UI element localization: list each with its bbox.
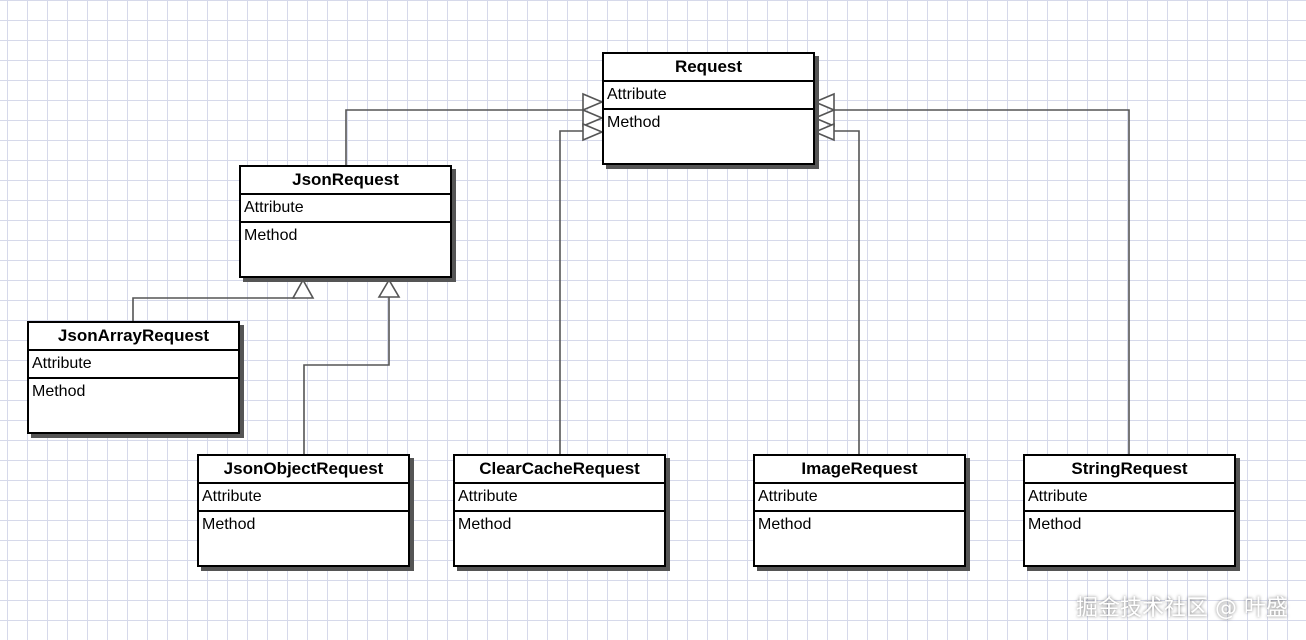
edge-clearcacherequest-to-request <box>559 130 583 455</box>
watermark: 掘金技术社区 @ 叶盛 <box>1076 596 1288 621</box>
class-method: Method <box>1028 516 1082 533</box>
edge-jsonrequest-to-request <box>345 109 583 166</box>
class-imagerequest[interactable]: ImageRequest Attribute Method <box>753 454 966 567</box>
class-clearcacherequest[interactable]: ClearCacheRequest Attribute Method <box>453 454 666 567</box>
edge-jsonobjectrequest-to-jsonrequest <box>303 297 390 455</box>
class-method: Method <box>32 383 86 400</box>
class-method: Method <box>758 516 812 533</box>
arrowhead-right-icon <box>582 92 605 112</box>
arrowhead-right-icon <box>582 108 605 128</box>
class-jsonobjectrequest[interactable]: JsonObjectRequest Attribute Method <box>197 454 410 567</box>
arrowhead-right-icon <box>582 122 605 142</box>
class-name: Request <box>604 54 813 82</box>
class-method: Method <box>458 516 512 533</box>
edge-imagerequest-to-request <box>834 130 860 455</box>
class-attribute: Attribute <box>604 82 813 110</box>
arrowhead-left-icon <box>812 108 835 128</box>
class-method: Method <box>607 114 661 131</box>
class-jsonrequest[interactable]: JsonRequest Attribute Method <box>239 165 452 278</box>
edge-stringrequest-to-request <box>834 109 1130 455</box>
arrowhead-up-icon <box>377 278 401 298</box>
class-attribute: Attribute <box>1025 484 1234 512</box>
class-method: Method <box>202 516 256 533</box>
class-name: ImageRequest <box>755 456 964 484</box>
class-name: JsonObjectRequest <box>199 456 408 484</box>
arrowhead-left-icon <box>812 92 835 112</box>
arrowhead-left-icon <box>812 122 835 142</box>
arrowhead-up-icon <box>291 278 315 299</box>
class-attribute: Attribute <box>755 484 964 512</box>
class-attribute: Attribute <box>29 351 238 379</box>
class-attribute: Attribute <box>455 484 664 512</box>
edge-jsonarrayrequest-to-jsonrequest <box>132 297 296 322</box>
class-name: StringRequest <box>1025 456 1234 484</box>
class-request[interactable]: Request Attribute Method <box>602 52 815 165</box>
class-name: JsonArrayRequest <box>29 323 238 351</box>
class-name: ClearCacheRequest <box>455 456 664 484</box>
class-stringrequest[interactable]: StringRequest Attribute Method <box>1023 454 1236 567</box>
class-method: Method <box>244 227 298 244</box>
class-jsonarrayrequest[interactable]: JsonArrayRequest Attribute Method <box>27 321 240 434</box>
class-attribute: Attribute <box>241 195 450 223</box>
class-name: JsonRequest <box>241 167 450 195</box>
class-attribute: Attribute <box>199 484 408 512</box>
